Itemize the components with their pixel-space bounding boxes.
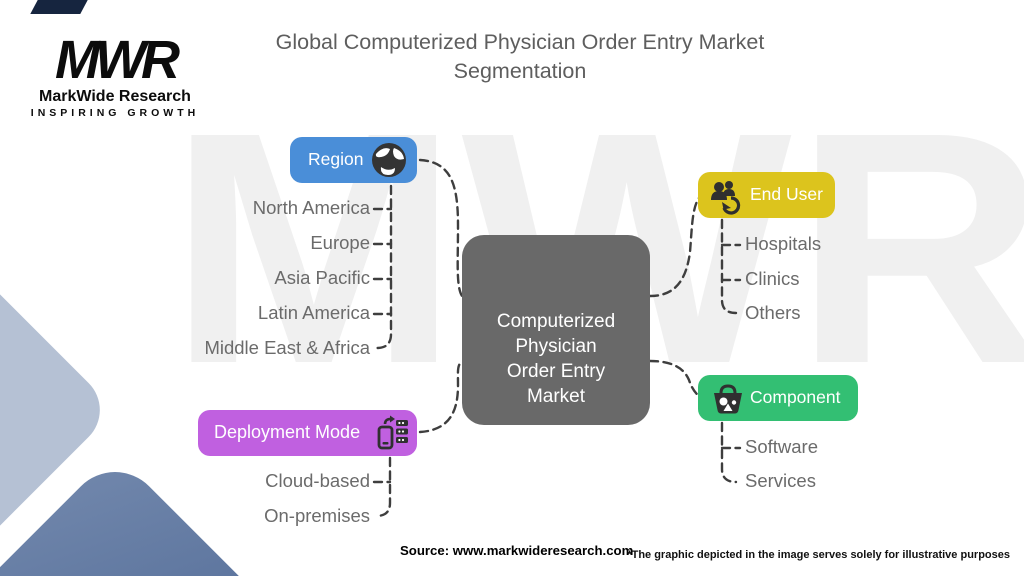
region-child-north-america: North America xyxy=(252,197,370,218)
central-node-line: Market xyxy=(526,386,586,407)
end-user-child-hospitals: Hospitals xyxy=(745,233,822,254)
component-child-software: Software xyxy=(745,436,819,457)
region-child-europe: Europe xyxy=(310,232,370,253)
branch-label-component: Component xyxy=(750,387,841,407)
logo-acronym: MWR xyxy=(55,30,180,90)
central-node-line: Physician xyxy=(515,336,597,357)
central-market-node: Computerized Physician Order Entry Marke… xyxy=(462,235,650,425)
end-user-child-clinics: Clinics xyxy=(745,268,800,289)
region-child-middle-east-africa: Middle East & Africa xyxy=(204,337,370,358)
component-child-services: Services xyxy=(745,470,816,491)
markwide-logo: MWR MarkWide Research INSPIRING GROWTH xyxy=(30,30,200,119)
branch-node-component: Component xyxy=(698,375,858,421)
branch-label-region: Region xyxy=(308,149,364,169)
end-user-child-others: Others xyxy=(745,302,801,323)
region-child-asia-pacific: Asia Pacific xyxy=(274,267,370,288)
disclaimer-note: *The graphic depicted in the image serve… xyxy=(627,549,1010,561)
branch-label-end-user: End User xyxy=(750,184,823,204)
branch-node-deployment-mode: Deployment Mode xyxy=(198,410,417,456)
source-note: Source: www.markwideresearch.com xyxy=(400,543,634,558)
globe-icon xyxy=(368,139,410,186)
branch-node-region: Region xyxy=(290,137,417,183)
users-refresh-icon xyxy=(708,177,746,220)
components-basket-icon xyxy=(709,380,747,423)
branch-label-deployment-mode: Deployment Mode xyxy=(214,422,361,442)
logo-name: MarkWide Research xyxy=(39,88,191,105)
branch-node-end-user: End User xyxy=(698,172,835,218)
central-node-line: Order Entry xyxy=(506,361,606,382)
logo-tagline: INSPIRING GROWTH xyxy=(30,107,200,119)
central-node-line: Computerized xyxy=(496,311,616,332)
page-title: Global Computerized Physician Order Entr… xyxy=(275,30,765,83)
mobile-device-icon xyxy=(370,413,412,460)
deployment-child-on-premises: On-premises xyxy=(264,505,370,526)
region-child-latin-america: Latin America xyxy=(257,302,370,323)
deployment-child-cloud-based: Cloud-based xyxy=(265,470,370,491)
